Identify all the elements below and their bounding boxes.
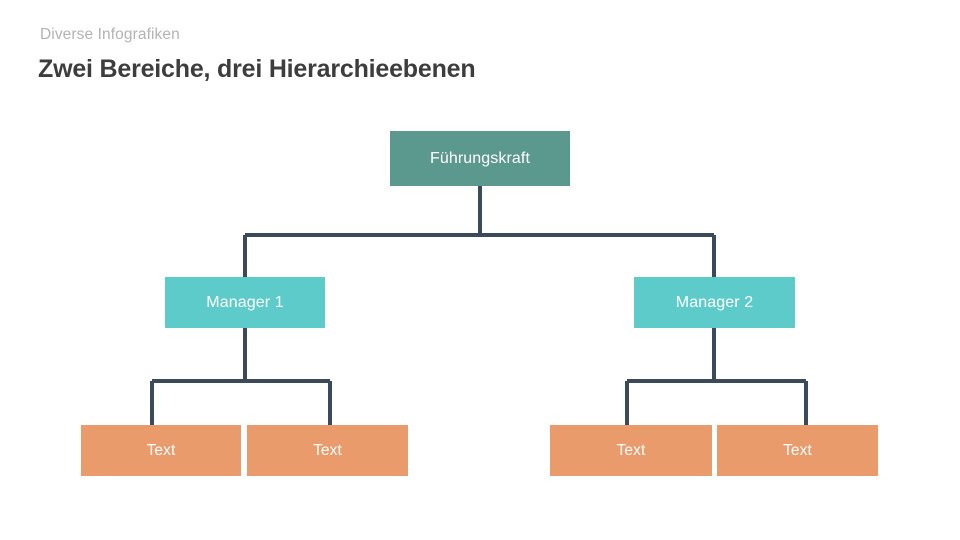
node-label-text-3: Text (616, 441, 646, 459)
node-label-text-4: Text (783, 441, 812, 459)
node-text-1[interactable]: Text (81, 425, 241, 476)
node-manager-2[interactable]: Manager 2 (634, 277, 795, 328)
node-fuehrungskraft[interactable]: Führungskraft (390, 131, 570, 186)
node-text-4[interactable]: Text (717, 425, 878, 476)
node-label-text-1: Text (146, 441, 176, 459)
node-manager-1[interactable]: Manager 1 (165, 277, 325, 328)
node-label-fuehrungskraft: Führungskraft (429, 149, 530, 167)
slide-eyebrow: Diverse Infografiken (40, 26, 180, 43)
page-title: Zwei Bereiche, drei Hierarchieebenen (38, 55, 476, 83)
node-text-3[interactable]: Text (550, 425, 712, 476)
node-label-text-2: Text (313, 441, 342, 459)
node-label-manager-2: Manager 2 (675, 293, 754, 311)
node-text-2[interactable]: Text (247, 425, 408, 476)
node-label-manager-1: Manager 1 (206, 293, 284, 311)
